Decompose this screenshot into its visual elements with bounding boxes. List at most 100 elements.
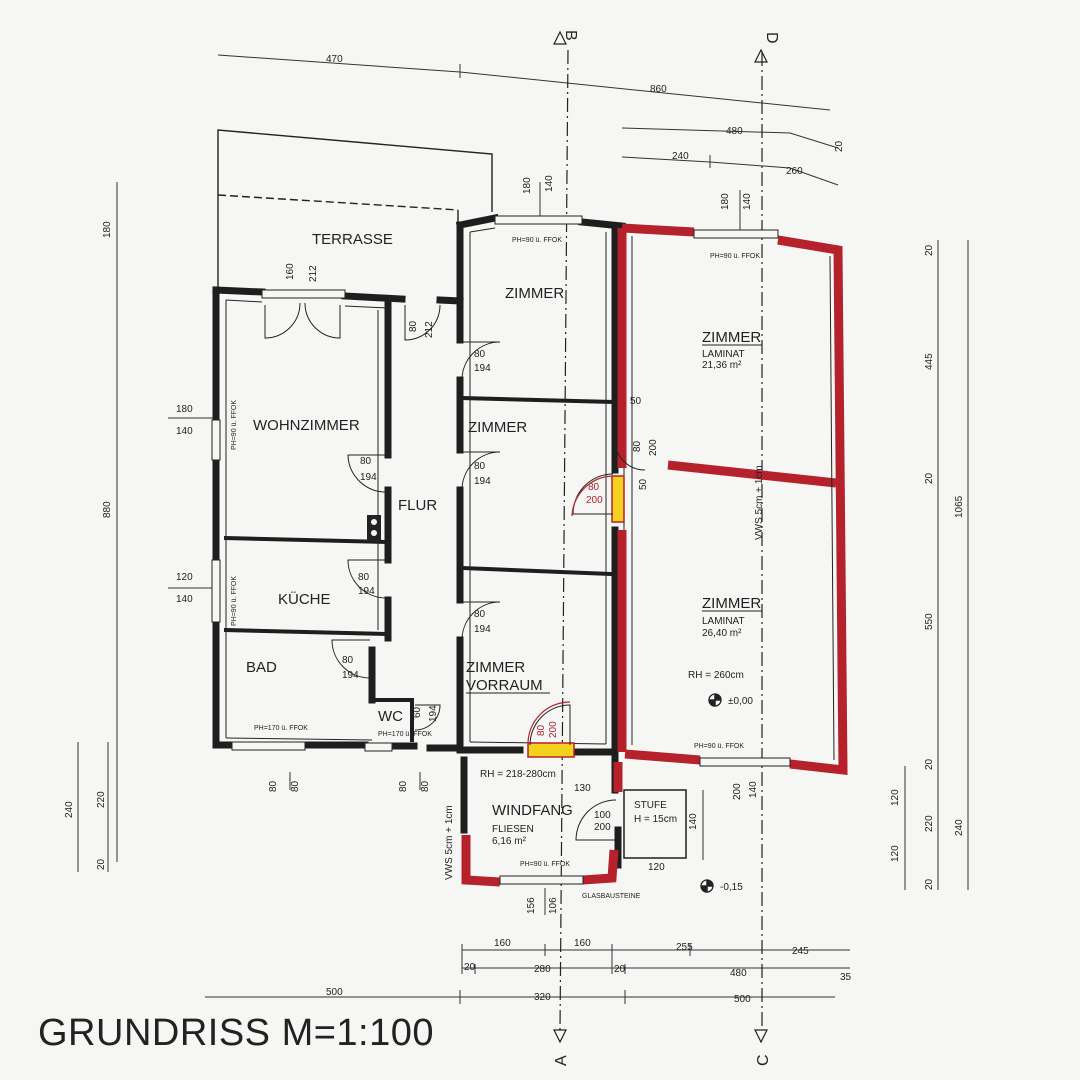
room-label-wc: WC <box>378 708 403 725</box>
dim-label: 240 <box>954 819 965 836</box>
new-openings <box>527 475 625 758</box>
room-floor-zimmer-big-1: LAMINAT <box>702 349 745 360</box>
dim-label: 20 <box>924 472 935 484</box>
label-stufe: STUFE <box>634 800 667 811</box>
room-label-bad: BAD <box>246 659 277 676</box>
label-glass-blocks: GLASBAUSTEINE <box>582 893 641 900</box>
door-label-red: 80 <box>536 724 547 736</box>
room-floor-windfang: FLIESEN <box>492 824 534 835</box>
window-note-wc: PH=170 ü. FFOK <box>378 731 432 738</box>
door-label-red: 200 <box>586 495 603 506</box>
section-label-b: B <box>562 30 579 41</box>
door-label: 194 <box>474 363 491 374</box>
section-label-c: C <box>755 1054 772 1066</box>
dim-label: 20 <box>924 244 935 256</box>
door-label: 194 <box>358 586 375 597</box>
dim-label: 240 <box>64 801 75 818</box>
dim-label: 140 <box>176 594 193 605</box>
door-label: 80 <box>358 572 370 583</box>
dim-label: 106 <box>548 897 559 914</box>
room-label-zimmer-3: ZIMMER <box>466 659 525 676</box>
dim-label: 130 <box>574 783 591 794</box>
walls <box>212 213 687 869</box>
door-label: 80 <box>342 655 354 666</box>
dim-label: 20 <box>834 140 845 152</box>
dim-label: 20 <box>924 878 935 890</box>
door-label: 194 <box>474 476 491 487</box>
window-note-top-mid: PH=90 ü. FFOK <box>512 237 562 244</box>
dim-label: 156 <box>526 897 537 914</box>
room-area-zimmer-big-1: 21,36 m² <box>702 360 742 371</box>
dim-label: 880 <box>102 501 113 518</box>
door-label: 194 <box>474 624 491 635</box>
dim-label: 480 <box>726 126 743 137</box>
door-swings <box>264 302 646 841</box>
door-label: 50 <box>630 396 642 407</box>
room-label-flur: FLUR <box>398 497 437 514</box>
dim-label: 550 <box>924 613 935 630</box>
room-label-zimmer-big-2: ZIMMER <box>702 595 761 612</box>
dim-label: 160 <box>574 938 591 949</box>
section-label-d: D <box>763 32 780 44</box>
door-label: 194 <box>342 670 359 681</box>
dim-label: 160 <box>494 938 511 949</box>
dim-label: 20 <box>924 758 935 770</box>
door-label: 212 <box>424 321 435 338</box>
dim-label: 80 <box>268 780 279 792</box>
dim-label: 860 <box>650 84 667 95</box>
dim-label: 20 <box>464 962 476 973</box>
room-label-vorraum: VORRAUM <box>466 677 543 694</box>
dim-label: 220 <box>924 815 935 832</box>
door-label: 80 <box>474 609 486 620</box>
section-lines <box>559 49 763 1031</box>
door-label: 50 <box>638 478 649 490</box>
dim-label: 120 <box>176 572 193 583</box>
door-label: 60 <box>412 706 423 718</box>
dim-label: 180 <box>522 177 533 194</box>
dim-label: 245 <box>792 946 809 957</box>
dimension-texts: 470 860 480 20 240 260 180 140 180 140 1… <box>64 54 965 1005</box>
dim-label: 80 <box>420 780 431 792</box>
window-note-zimmer-big-2: PH=90 ü. FFOK <box>694 743 744 750</box>
dim-label: 35 <box>840 972 852 983</box>
dim-label: 220 <box>96 791 107 808</box>
room-label-terrasse: TERRASSE <box>312 231 393 248</box>
window-note-wohnzimmer: PH=90 ü. FFOK <box>231 400 238 450</box>
room-label-windfang: WINDFANG <box>492 802 573 819</box>
dim-label: 200 <box>732 783 743 800</box>
room-label-zimmer-2: ZIMMER <box>468 419 527 436</box>
dim-label: 470 <box>326 54 343 65</box>
section-markers <box>553 30 768 1044</box>
outside-level: -0,15 <box>720 882 743 893</box>
new-walls <box>461 223 848 887</box>
dim-label: 180 <box>102 221 113 238</box>
door-label: 194 <box>428 705 439 722</box>
door-label: 80 <box>360 456 372 467</box>
stove-icon <box>367 515 381 541</box>
dim-label: 500 <box>734 994 751 1005</box>
dim-label: 480 <box>730 968 747 979</box>
door-label: 100 <box>594 810 611 821</box>
label-vws-right: VWS 5cm + 1cm <box>754 465 765 540</box>
dim-label: 1065 <box>954 495 965 518</box>
dim-label: 140 <box>748 781 759 798</box>
dim-label: 260 <box>786 166 803 177</box>
dim-label: 80 <box>290 780 301 792</box>
room-height-windfang: RH = 218-280cm <box>480 769 556 780</box>
door-swings-red <box>527 475 613 744</box>
dim-label: 140 <box>544 175 555 192</box>
dim-label: 255 <box>676 942 693 953</box>
dim-label: 80 <box>398 780 409 792</box>
room-label-zimmer-1: ZIMMER <box>505 285 564 302</box>
windows <box>211 215 791 885</box>
dim-label: 140 <box>176 426 193 437</box>
door-label: 80 <box>474 461 486 472</box>
dim-label: 140 <box>688 813 699 830</box>
dim-label: 20 <box>96 858 107 870</box>
dim-label: 120 <box>648 862 665 873</box>
dim-label: 180 <box>176 404 193 415</box>
room-label-zimmer-big-1: ZIMMER <box>702 329 761 346</box>
door-label: 212 <box>308 265 319 282</box>
door-label: 160 <box>285 263 296 280</box>
